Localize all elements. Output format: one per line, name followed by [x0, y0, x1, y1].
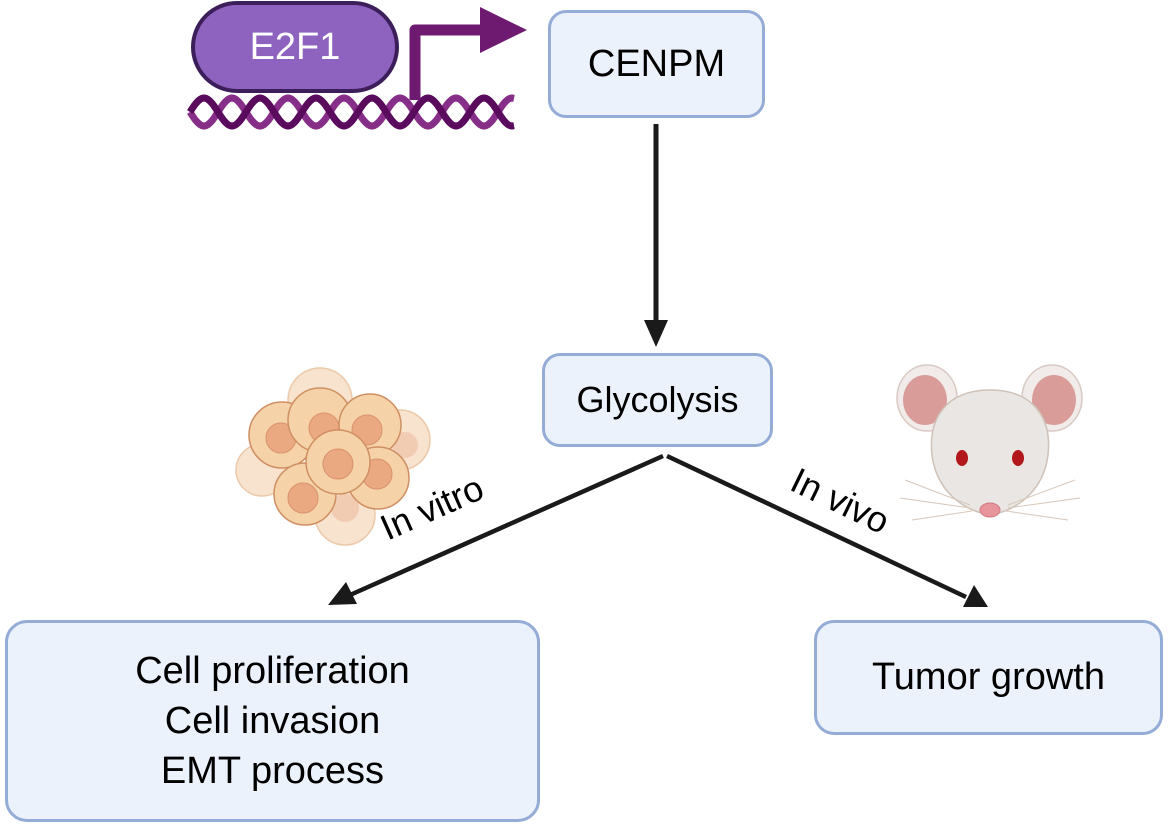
cenpm-label: CENPM: [587, 42, 726, 85]
arrow-in-vitro: [328, 453, 664, 605]
in-vivo-outcomes-box: Tumor growth: [814, 620, 1163, 735]
outcome-cell-proliferation: Cell proliferation: [135, 650, 410, 692]
outcome-tumor-growth: Tumor growth: [872, 656, 1105, 698]
glycolysis-box: Glycolysis: [542, 353, 773, 447]
dna-helix-icon: [187, 94, 515, 130]
e2f1-label: E2F1: [249, 25, 341, 68]
cell-cluster-icon: [235, 367, 431, 546]
outcome-emt-process: EMT process: [160, 750, 385, 792]
mouse-icon: [896, 364, 1083, 521]
arrow-cenpm-to-glycolysis: [644, 124, 668, 347]
outcome-cell-invasion: Cell invasion: [164, 700, 381, 742]
arrow-in-vivo: [666, 453, 988, 607]
e2f1-pill: [191, 1, 399, 93]
cenpm-box: CENPM: [548, 10, 765, 118]
promoter-arrow-icon: [409, 7, 527, 100]
in-vitro-outcomes-box: Cell proliferation Cell invasion EMT pro…: [5, 620, 540, 822]
glycolysis-label: Glycolysis: [576, 379, 739, 420]
